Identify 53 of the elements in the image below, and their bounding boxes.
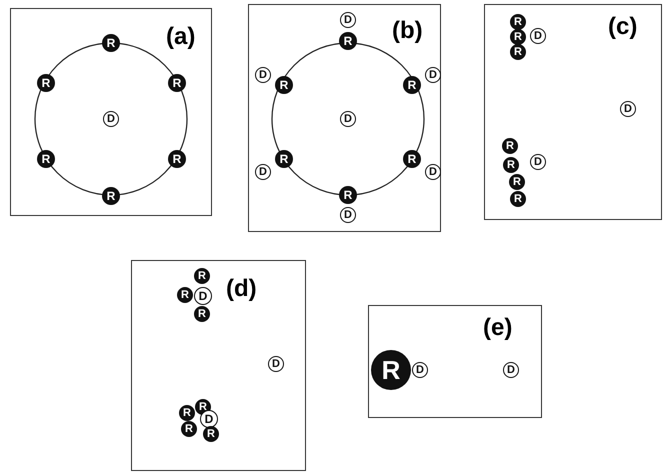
open-circle: D [503,362,519,378]
filled-circle: R [510,44,526,60]
filled-circle: R [168,74,186,92]
panel-label: (c) [608,15,638,39]
filled-circle: R [102,34,120,52]
filled-circle: R [275,76,293,94]
panel-frame [368,305,542,418]
filled-circle: R [177,287,193,303]
open-circle: D [340,207,356,223]
filled-circle: R [510,29,526,45]
panel-label: (a) [166,25,196,49]
filled-circle: R [510,14,526,30]
filled-circle: R [102,187,120,205]
filled-circle: R [403,76,421,94]
filled-circle: R [179,405,195,421]
panel-label: (d) [226,277,257,301]
filled-circle: R [181,421,197,437]
open-circle: D [620,101,636,117]
filled-circle: R [168,150,186,168]
panel-frame [484,4,662,220]
open-circle: D [255,164,271,180]
panel-label: (b) [392,19,423,43]
filled-circle: R [510,191,526,207]
filled-circle: R [195,399,211,415]
filled-circle: R [194,268,210,284]
filled-circle: R [339,32,357,50]
open-circle: D [268,356,284,372]
filled-circle: R [371,350,411,390]
filled-circle: R [502,138,518,154]
filled-circle: R [203,426,219,442]
panel-frame [10,8,212,216]
filled-circle: R [509,174,525,190]
open-circle: D [194,287,212,305]
open-circle: D [530,154,546,170]
open-circle: D [412,362,428,378]
panel-frame [248,4,441,232]
filled-circle: R [503,157,519,173]
open-circle: D [425,67,441,83]
open-circle: D [425,164,441,180]
open-circle: D [340,12,356,28]
open-circle: D [255,67,271,83]
panel-label: (e) [483,316,512,340]
filled-circle: R [275,150,293,168]
open-circle: D [530,28,546,44]
filled-circle: R [37,150,55,168]
panel-frame [131,260,306,471]
open-circle: D [340,111,356,127]
filled-circle: R [194,306,210,322]
filled-circle: R [403,150,421,168]
open-circle: D [200,410,218,428]
filled-circle: R [339,186,357,204]
open-circle: D [103,111,119,127]
filled-circle: R [37,74,55,92]
